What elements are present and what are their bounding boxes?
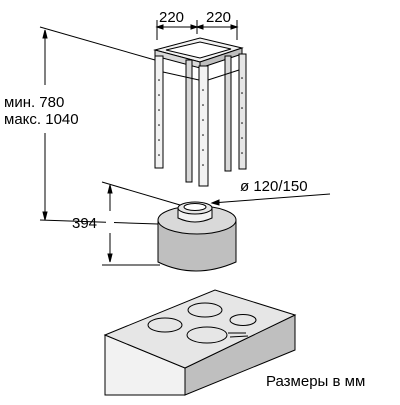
- height-dimension: [42, 29, 48, 221]
- hood-canopy: [157, 201, 237, 272]
- diameter-leader: [210, 193, 331, 206]
- frame-width-right-label: 220: [206, 9, 232, 26]
- mounting-frame: [153, 37, 247, 187]
- duct-diameter-label: ø 120/150: [240, 178, 308, 195]
- height-min-label: мин. 780: [4, 94, 65, 111]
- cooktop: [103, 289, 297, 396]
- canopy-dimension: [101, 181, 181, 266]
- frame-width-left-label: 220: [159, 9, 185, 26]
- width-dimension: [155, 20, 239, 40]
- height-max-label: макс. 1040: [4, 111, 79, 128]
- units-note: Размеры в мм: [266, 373, 366, 390]
- height-leaders: [39, 26, 159, 225]
- canopy-height-label: 394: [72, 215, 98, 232]
